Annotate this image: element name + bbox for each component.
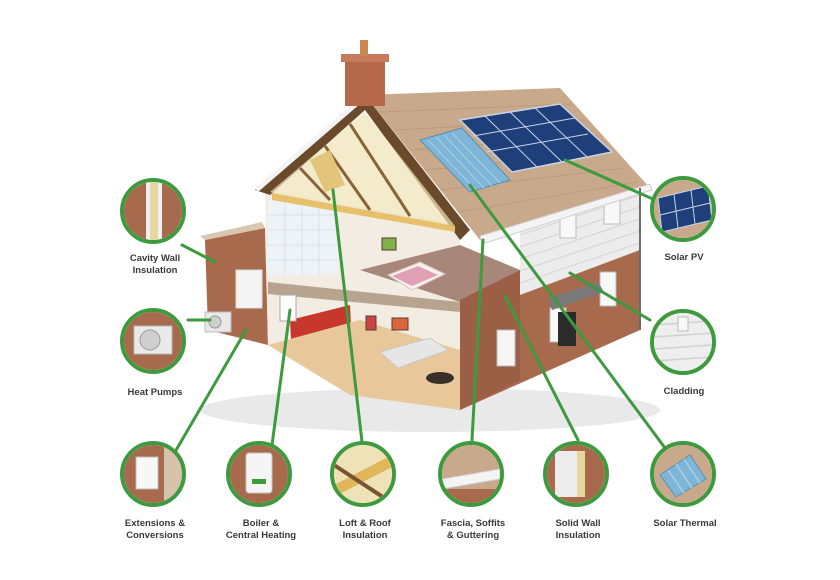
extensions-conversions-label: Extensions & Conversions	[124, 518, 186, 541]
solar-thermal-label: Solar Thermal	[653, 518, 717, 529]
cavity-wall-icon[interactable]	[120, 178, 186, 244]
boiler-central-heating-label: Boiler & Central Heating	[225, 518, 297, 541]
extension-icon[interactable]	[120, 441, 186, 507]
solar-pv-label: Solar PV	[664, 252, 704, 263]
solar-thermal-icon[interactable]	[650, 441, 716, 507]
cladding-label: Cladding	[663, 386, 705, 397]
solar-pv-icon[interactable]	[650, 176, 716, 242]
cladding-icon[interactable]	[650, 309, 716, 375]
boiler-icon[interactable]	[226, 441, 292, 507]
guttering-icon[interactable]	[438, 441, 504, 507]
heat-pump-icon[interactable]	[120, 308, 186, 374]
heat-pumps-label: Heat Pumps	[127, 387, 183, 398]
solid-wall-insulation-label: Solid Wall Insulation	[555, 518, 601, 541]
cavity-wall-insulation-label: Cavity Wall Insulation	[129, 253, 181, 276]
loft-insulation-icon[interactable]	[330, 441, 396, 507]
solid-wall-icon[interactable]	[543, 441, 609, 507]
fascia-soffits-guttering-label: Fascia, Soffits & Guttering	[440, 518, 506, 541]
loft-roof-insulation-label: Loft & Roof Insulation	[339, 518, 391, 541]
